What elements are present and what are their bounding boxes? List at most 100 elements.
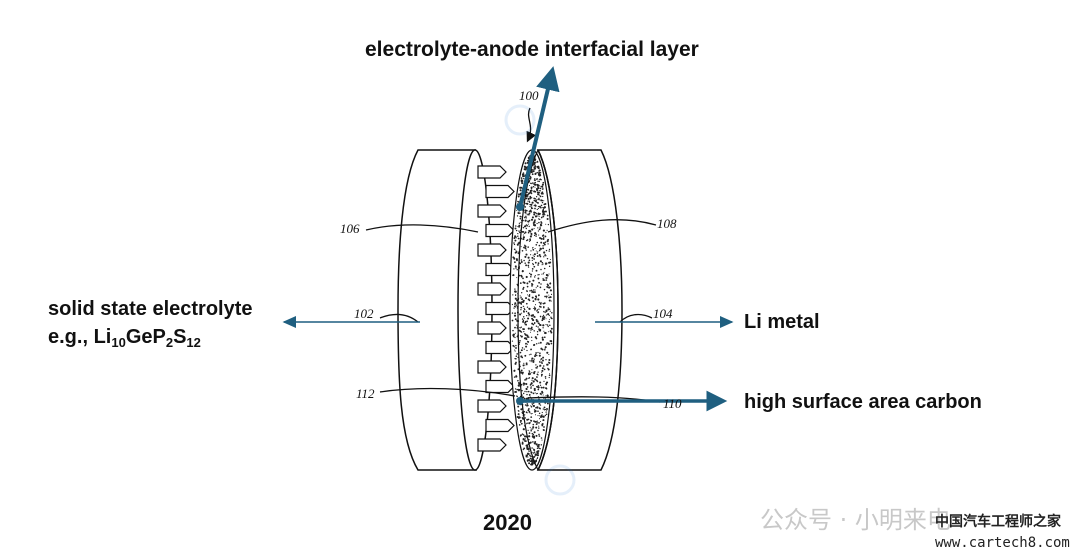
- stipple-dot: [524, 390, 526, 393]
- stipple-dot: [544, 210, 547, 213]
- stipple-dot: [513, 242, 515, 244]
- stipple-dot: [528, 354, 530, 356]
- stipple-dot: [544, 414, 547, 417]
- stipple-dot: [513, 237, 516, 239]
- faint-watermark-logo: [504, 104, 576, 496]
- stipple-dot: [543, 206, 546, 209]
- stipple-dot: [520, 221, 522, 223]
- stipple-dot: [531, 432, 534, 435]
- stipple-dot: [527, 312, 530, 315]
- stipple-dot: [511, 319, 514, 322]
- stipple-dot: [533, 165, 535, 167]
- stipple-dot: [526, 196, 529, 198]
- stipple-dot: [526, 294, 529, 296]
- stipple-dot: [530, 336, 533, 339]
- stipple-dot: [548, 286, 551, 289]
- stipple-dot: [540, 306, 542, 308]
- stipple-dot: [520, 371, 523, 374]
- stipple-dot: [527, 404, 529, 407]
- stipple-dot: [533, 322, 536, 325]
- leader-104: [619, 313, 653, 323]
- site-url-watermark: www.cartech8.com: [935, 535, 1070, 551]
- stipple-dot: [530, 455, 532, 458]
- stipple-dot: [532, 319, 535, 322]
- stipple-dot: [521, 312, 523, 314]
- stipple-dot: [528, 230, 530, 232]
- stipple-dot: [537, 262, 540, 265]
- stipple-dot: [525, 213, 527, 215]
- stipple-dot: [531, 291, 533, 293]
- stipple-dot: [537, 371, 539, 373]
- stipple-dot: [527, 298, 530, 301]
- stipple-dot: [523, 246, 525, 249]
- stipple-dot: [548, 320, 550, 323]
- stipple-dot: [535, 296, 538, 299]
- stipple-dot: [524, 245, 527, 248]
- stipple-dot: [511, 303, 513, 306]
- stipple-dot: [532, 185, 535, 188]
- stipple-dot: [546, 324, 549, 326]
- stipple-dot: [546, 351, 549, 354]
- stipple-dot: [534, 453, 537, 456]
- stipple-dot: [515, 250, 518, 254]
- stipple-dot: [549, 299, 551, 301]
- stipple-dot: [528, 450, 530, 452]
- stipple-dot: [538, 301, 540, 304]
- stipple-dot: [536, 450, 539, 453]
- stipple-dot: [542, 324, 545, 327]
- stipple-dot: [548, 308, 551, 311]
- stipple-dot: [515, 258, 518, 261]
- stipple-dot: [519, 282, 522, 284]
- stipple-dot: [531, 317, 534, 320]
- stipple-dot: [539, 218, 541, 221]
- stipple-dot: [536, 213, 538, 215]
- stipple-dot: [533, 221, 536, 224]
- stipple-dot: [521, 249, 524, 252]
- stipple-dot: [525, 215, 527, 218]
- stipple-dot: [511, 312, 514, 314]
- stipple-dot: [515, 361, 517, 364]
- stipple-dot: [530, 353, 532, 356]
- stipple-dot: [525, 217, 528, 219]
- stipple-dot: [527, 264, 530, 267]
- stipple-dot: [525, 323, 527, 325]
- stipple-dot: [521, 433, 524, 435]
- stipple-dot: [533, 451, 536, 453]
- stipple-dot: [550, 300, 552, 302]
- stipple-dot: [533, 213, 536, 216]
- stipple-dot: [536, 421, 538, 424]
- stipple-dot: [550, 316, 552, 318]
- stipple-dot: [530, 348, 532, 351]
- stipple-dot: [521, 371, 524, 374]
- stipple-dot: [538, 412, 541, 415]
- stipple-dot: [523, 337, 526, 340]
- stipple-dot: [543, 288, 546, 291]
- stipple-dot: [547, 331, 549, 333]
- stipple-dot: [537, 381, 539, 383]
- stipple-dot: [534, 304, 537, 306]
- stipple-dot: [520, 303, 523, 305]
- stipple-dot: [536, 452, 539, 455]
- stipple-dot: [549, 330, 552, 333]
- stipple-dot: [551, 312, 553, 314]
- stipple-dot: [543, 336, 546, 339]
- stipple-dot: [532, 279, 535, 282]
- stipple-dot: [535, 434, 538, 437]
- stipple-dot: [537, 351, 539, 354]
- stipple-dot: [514, 350, 516, 352]
- stipple-dot: [534, 165, 537, 168]
- stipple-dot: [534, 179, 536, 182]
- stipple-dot: [524, 404, 527, 406]
- stipple-dot: [537, 385, 540, 387]
- stipple-dot: [531, 340, 533, 342]
- interfacial-layer: [509, 149, 555, 471]
- stipple-dot: [522, 238, 525, 241]
- stipple-dot: [522, 172, 525, 174]
- stipple-dot: [517, 212, 520, 215]
- leader-106: [365, 224, 479, 233]
- stipple-dot: [527, 317, 530, 320]
- stipple-dot: [539, 187, 542, 190]
- stipple-dot: [528, 432, 531, 434]
- stipple-dot: [532, 404, 535, 408]
- stipple-dot: [518, 341, 521, 344]
